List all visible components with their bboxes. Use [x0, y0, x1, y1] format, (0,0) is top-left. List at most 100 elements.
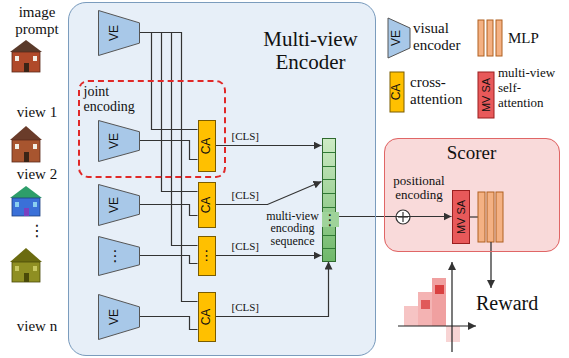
- edge-label: [CLS]: [232, 131, 260, 143]
- edge-label: [CLS]: [232, 241, 260, 253]
- visual-encoder: VE: [98, 184, 140, 226]
- connector: [216, 145, 322, 146]
- window: [33, 266, 37, 271]
- house-image: [10, 126, 42, 162]
- node-label: ⋮: [322, 212, 339, 227]
- roof: [10, 126, 42, 140]
- node-label: joint encoding: [84, 84, 144, 115]
- mlp-bar: [496, 20, 502, 56]
- wall: [12, 140, 40, 162]
- chart-block: [404, 306, 418, 326]
- legend-text: multi-view self-attention: [498, 66, 562, 111]
- wire: [470, 216, 478, 217]
- self-attention-symbol: [478, 72, 494, 118]
- cross-attention-box: CA: [198, 120, 216, 172]
- encoder-outline: [98, 10, 139, 55]
- mlp-bar: [496, 192, 503, 242]
- window: [15, 144, 19, 149]
- reward-chart: [398, 262, 476, 352]
- connector: [140, 33, 198, 302]
- node-label: MV SA: [454, 199, 467, 233]
- cross-attention-box: CA: [198, 182, 216, 228]
- wall: [12, 262, 40, 282]
- mlp-bar: [487, 192, 494, 242]
- mlp-symbol: [478, 192, 503, 242]
- door: [24, 208, 29, 216]
- connector: [140, 141, 198, 160]
- encoder-outline: [98, 120, 139, 161]
- connector: [216, 182, 322, 205]
- visual-encoder: VE: [98, 10, 140, 56]
- scorer-panel-fill: [384, 138, 560, 252]
- connector: [216, 255, 322, 256]
- roof: [10, 186, 42, 198]
- input-label: view 1: [6, 104, 68, 121]
- input-label: view 2: [6, 166, 68, 183]
- visual-encoder: VE: [98, 120, 140, 162]
- connector: [216, 262, 329, 317]
- node-label: CA: [200, 308, 214, 325]
- self-attention-box: MV SA: [452, 190, 470, 244]
- legend-text: visual encoder: [413, 20, 471, 55]
- house-image: [10, 40, 42, 72]
- window: [33, 144, 37, 149]
- node-label: VE: [108, 308, 122, 324]
- joint-encoding-box: joint encodingVE CA: [78, 80, 226, 178]
- chart-block: [435, 285, 444, 294]
- connector: [140, 205, 198, 216]
- cross-attention-box: CA: [198, 292, 216, 342]
- edge-label: [CLS]: [232, 302, 260, 314]
- encoder-outline: [98, 184, 139, 225]
- encoding-sequence: multi-view encoding sequence⋮: [322, 138, 336, 262]
- roof: [10, 248, 42, 262]
- chart-axis: [451, 262, 452, 352]
- node-label: Scorer: [384, 142, 560, 164]
- visual-encoder-symbol: [388, 18, 410, 58]
- node-label: ⋮: [108, 247, 123, 264]
- symbol-text: MV SA: [480, 78, 493, 112]
- mlp-bar: [478, 20, 484, 56]
- output-arrow: [490, 242, 491, 288]
- node-label: Multi-view Encoder: [250, 28, 372, 75]
- encoder-outline: [98, 236, 139, 275]
- visual-encoder: VE: [98, 294, 140, 340]
- edge-label: [CLS]: [232, 190, 260, 202]
- input-label: view n: [6, 318, 68, 335]
- wall: [12, 52, 40, 72]
- chart-block: [421, 300, 430, 309]
- node-label: multi-view encoding sequence: [266, 210, 320, 249]
- door: [24, 63, 29, 72]
- node-label: ⋮: [200, 248, 214, 264]
- ellipsis: ⋮: [6, 222, 68, 240]
- cross-attention-symbol: [390, 72, 404, 112]
- window: [15, 266, 19, 271]
- connector: [140, 33, 198, 192]
- node-label: VE: [108, 196, 122, 212]
- window: [15, 56, 19, 61]
- connector: [140, 317, 198, 330]
- chart-block: [446, 326, 460, 342]
- cross-attention-box: ⋮: [198, 236, 216, 276]
- encoder-outline: [98, 294, 139, 339]
- house-image: [10, 248, 42, 282]
- encoder-panel-fill: [68, 2, 376, 356]
- door: [24, 273, 29, 282]
- output-label: Reward: [476, 292, 552, 315]
- legend-text: MLP: [508, 30, 554, 47]
- connector: [140, 256, 198, 264]
- window: [33, 56, 37, 61]
- visual-encoder: ⋮: [98, 236, 140, 276]
- mlp-bar: [487, 20, 493, 56]
- chart-axis: [398, 325, 476, 326]
- window: [15, 202, 19, 207]
- encoder-panel: Multi-view Encoderjoint encodingVECAVEVE…: [68, 2, 376, 356]
- mlp-symbol: [478, 20, 502, 56]
- chart-block: [432, 278, 446, 326]
- window: [33, 202, 37, 207]
- connector: [336, 216, 452, 217]
- input-label: image prompt: [6, 4, 68, 39]
- house-image: [10, 186, 42, 216]
- node-label: CA: [200, 137, 214, 154]
- roof: [10, 40, 42, 52]
- annotation: positional encoding: [390, 174, 448, 203]
